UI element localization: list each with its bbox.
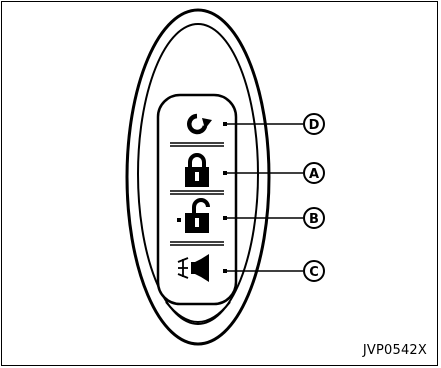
callout-dot-a <box>223 171 227 175</box>
sound-wave-lines <box>177 257 189 279</box>
lock-keyhole <box>195 172 199 181</box>
label-c: C <box>309 265 319 280</box>
lock-shackle <box>188 153 206 168</box>
figure-code: JVP0542X <box>362 343 427 358</box>
callout-dot-c <box>223 269 227 273</box>
label-d: D <box>309 118 320 133</box>
fob-key-slot <box>165 301 231 323</box>
callout-dot-d <box>223 122 227 126</box>
unlock-button[interactable] <box>177 198 210 233</box>
label-a: A <box>309 167 319 182</box>
panic-button[interactable] <box>177 254 209 282</box>
horn-base <box>191 262 196 274</box>
label-circle-d <box>303 113 325 135</box>
unlock-side-dot <box>177 218 181 222</box>
label-circle-b <box>303 207 325 229</box>
remote-engine-start-icon <box>187 113 208 135</box>
unlock-shackle <box>192 198 210 214</box>
label-b: B <box>309 212 319 227</box>
unlock-keyhole <box>195 218 199 227</box>
fob-inner-shell <box>137 23 259 325</box>
remote-start-arrow <box>202 118 212 129</box>
remote-start-button[interactable] <box>187 113 212 135</box>
callout-dot-b <box>223 216 227 220</box>
label-circle-a <box>303 162 325 184</box>
lock-button[interactable] <box>185 153 209 187</box>
panic-alarm-icon <box>195 254 209 282</box>
label-circle-c <box>303 260 325 282</box>
